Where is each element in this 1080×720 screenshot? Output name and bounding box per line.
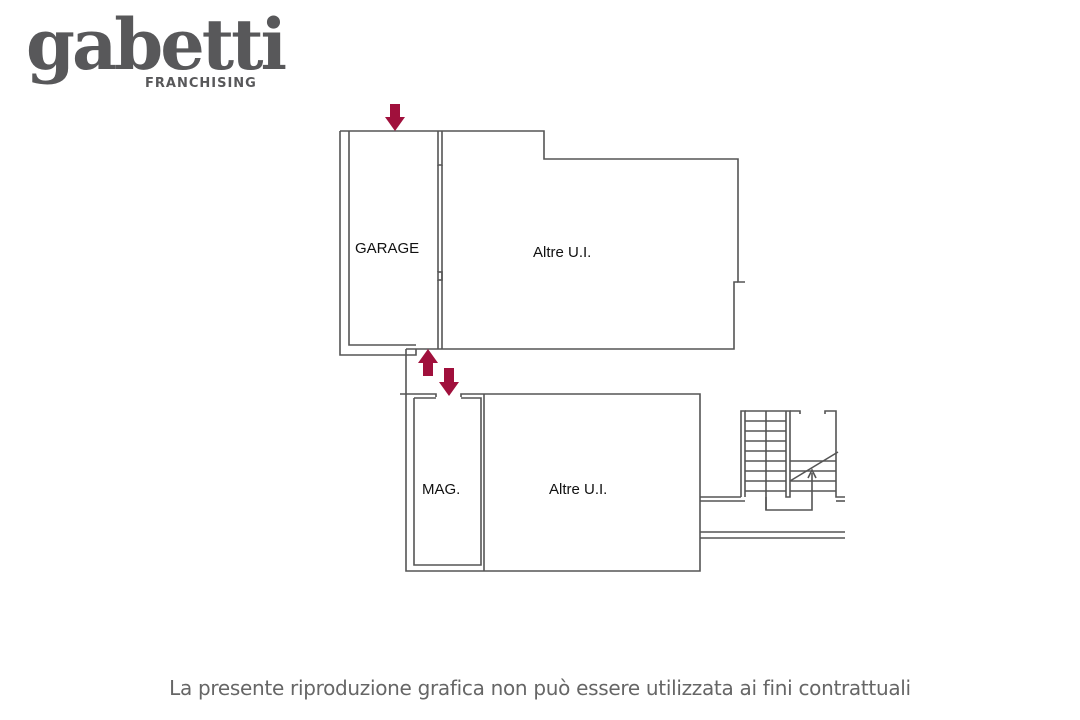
logo-wordmark: gabetti: [26, 3, 287, 86]
walls: [339, 130, 845, 572]
arrow-down-icon: [439, 368, 459, 396]
gabetti-logo: gabetti FRANCHISING: [26, 10, 287, 110]
arrows: [385, 104, 459, 396]
room-label-upper-other: Altre U.I.: [533, 244, 592, 261]
arrow-up-icon: [418, 349, 438, 376]
room-label-lower-other: Altre U.I.: [549, 481, 608, 498]
logo-subtitle: FRANCHISING: [145, 76, 257, 91]
room-label-mag: MAG.: [422, 481, 461, 498]
arrow-down-icon: [385, 104, 405, 131]
disclaimer-text: La presente riproduzione grafica non può…: [169, 676, 911, 700]
room-label-garage: GARAGE: [355, 240, 420, 257]
